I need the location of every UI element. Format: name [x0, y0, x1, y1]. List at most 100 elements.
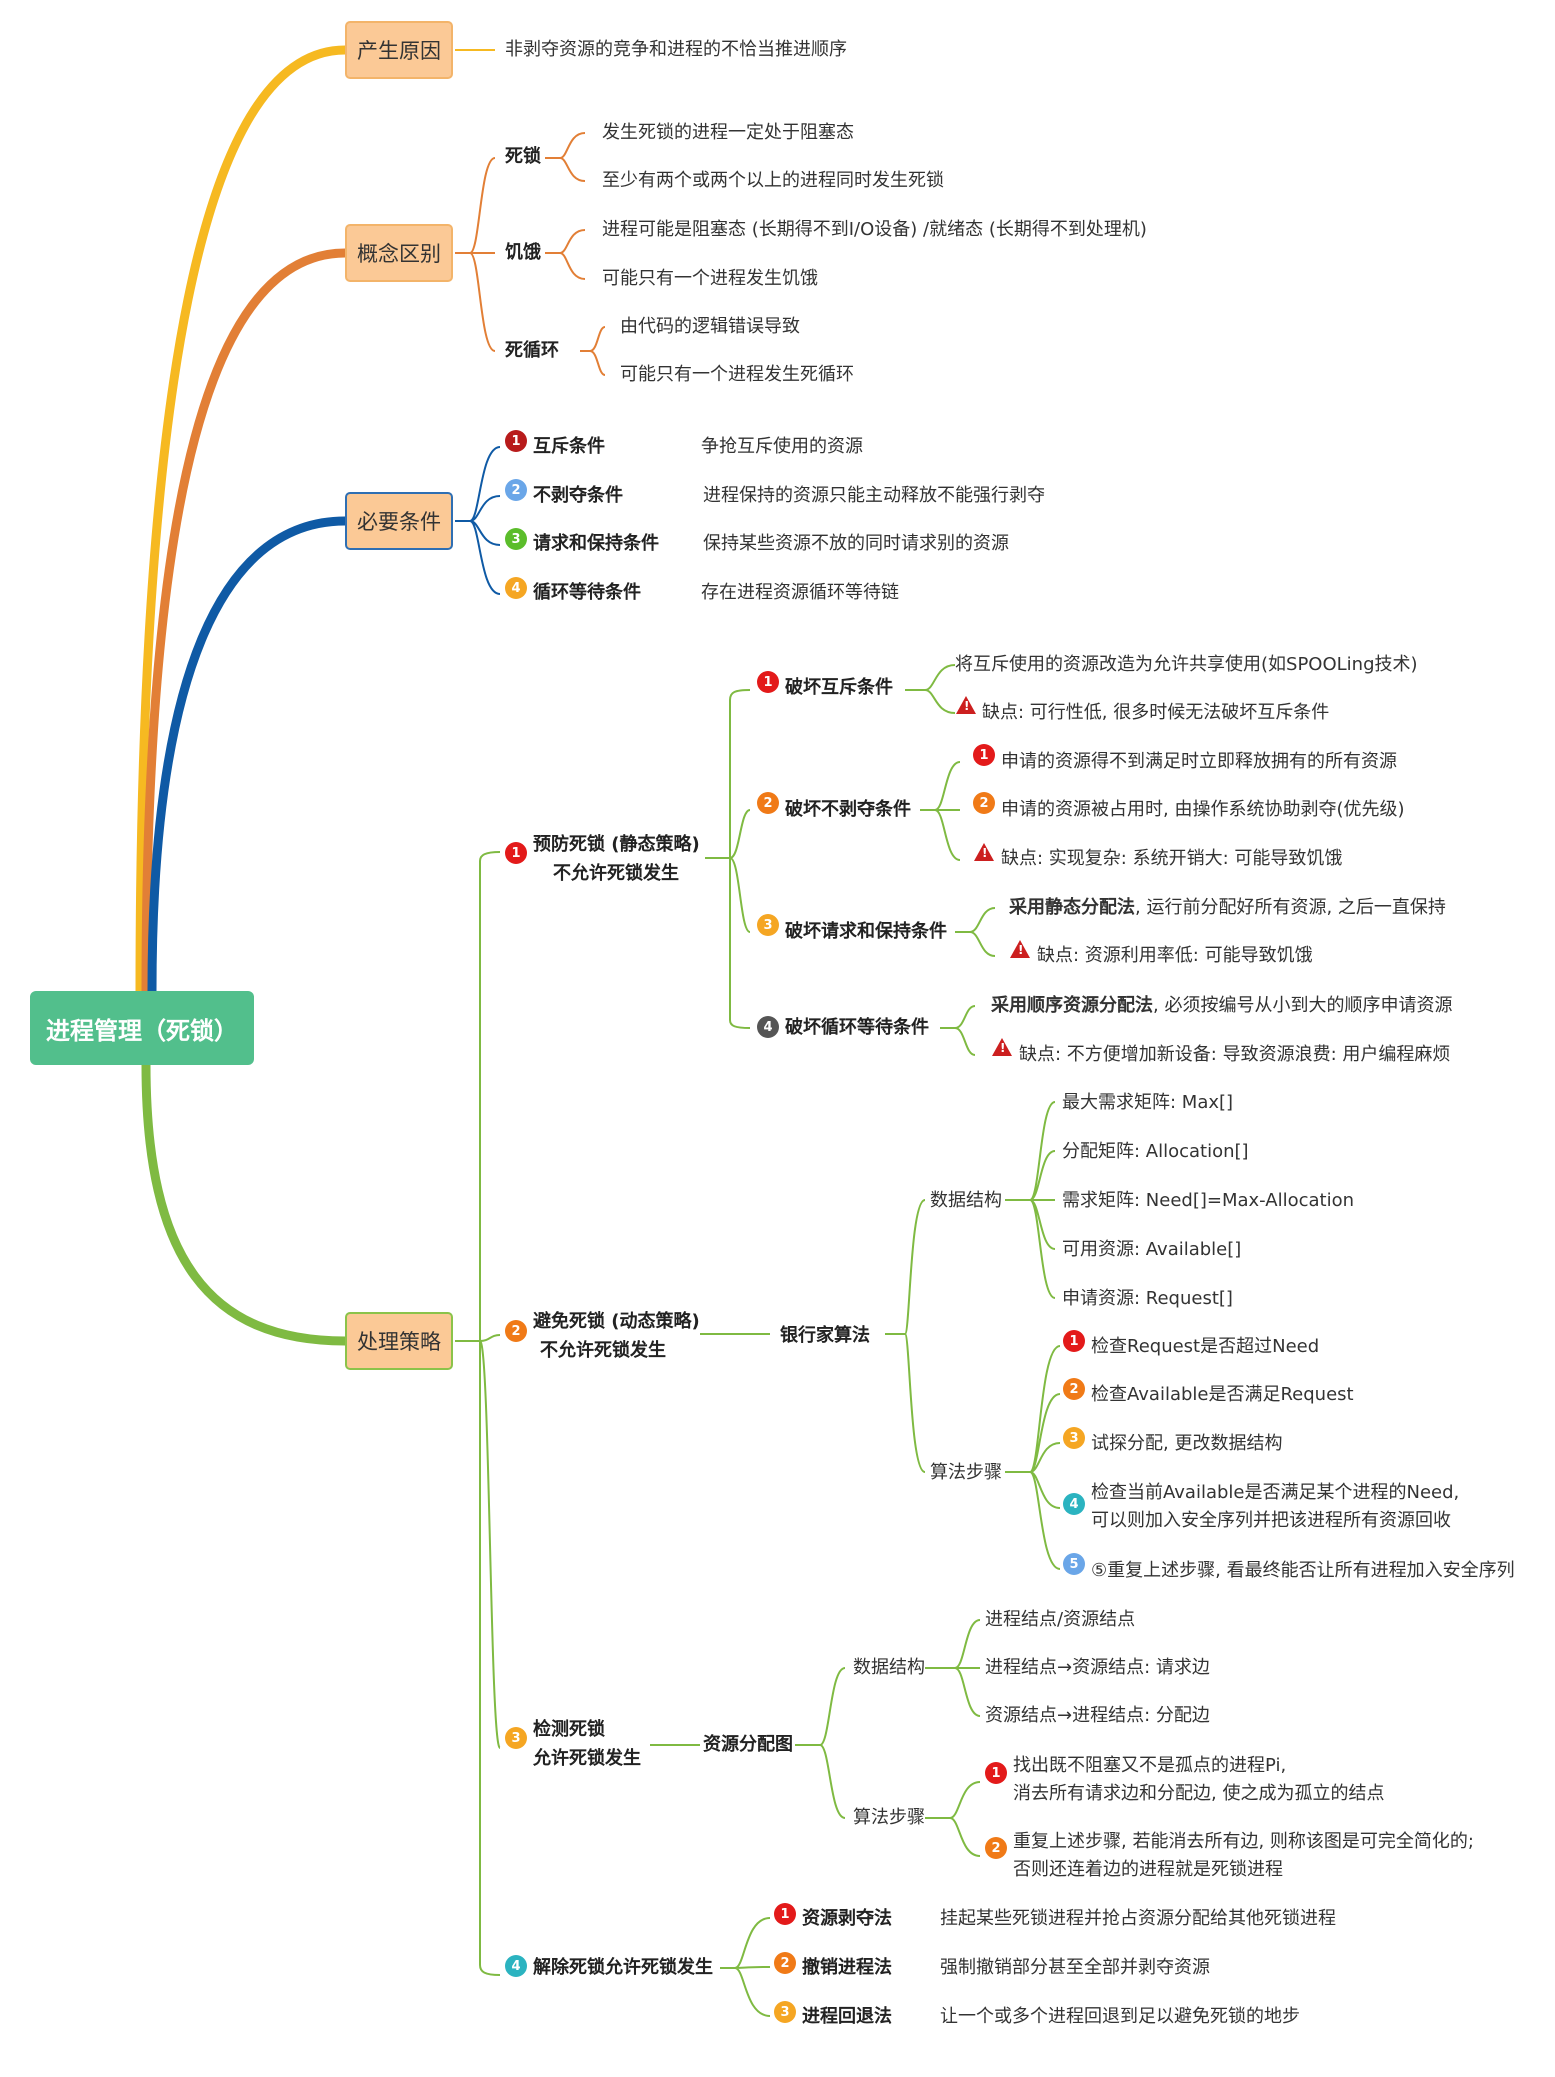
detect-steps-label[interactable]: 算法步骤: [853, 1807, 925, 1828]
avoid-step-line2: 可以则加入安全序列并把该进程所有资源回收: [1091, 1510, 1451, 1531]
warning-icon: [956, 696, 976, 714]
recover-method[interactable]: 进程回退法: [802, 2006, 892, 2027]
number-badge: 3: [1063, 1427, 1085, 1449]
category-concepts[interactable]: 概念区别: [345, 224, 453, 282]
avoid-ds-item: 需求矩阵: Need[]=Max-Allocation: [1062, 1190, 1354, 1211]
prevent-subtitle: 不允许死锁发生: [553, 863, 679, 884]
condition-desc: 争抢互斥使用的资源: [701, 436, 863, 457]
prevent-circular-warn: 缺点: 不方便增加新设备: 导致资源浪费: 用户编程麻烦: [1019, 1044, 1451, 1065]
number-badge: 2: [973, 792, 995, 814]
number-badge: 4: [757, 1016, 779, 1038]
detect-title[interactable]: 检测死锁: [533, 1719, 605, 1740]
detect-ds-item: 进程结点/资源结点: [985, 1609, 1136, 1630]
warning-icon: [1010, 940, 1030, 958]
number-badge: 1: [1063, 1330, 1085, 1352]
condition-desc: 存在进程资源循环等待链: [701, 582, 899, 603]
number-badge: 3: [505, 1727, 527, 1749]
detect-step: 重复上述步骤, 若能消去所有边, 则称该图是可完全简化的;: [1013, 1831, 1474, 1852]
number-badge: 4: [1063, 1493, 1085, 1515]
detect-step: 找出既不阻塞又不是孤点的进程Pi,: [1013, 1755, 1287, 1776]
concept-starvation[interactable]: 饥饿: [505, 242, 541, 263]
prevent-holdwait-rest: , 运行前分配好所有资源, 之后一直保持: [1135, 897, 1446, 918]
avoid-subtitle: 不允许死锁发生: [540, 1340, 666, 1361]
detect-graph[interactable]: 资源分配图: [703, 1734, 793, 1755]
number-badge: 1: [985, 1762, 1007, 1784]
detect-ds-label[interactable]: 数据结构: [853, 1657, 925, 1678]
number-badge: 2: [505, 479, 527, 501]
concept-loop-item: 可能只有一个进程发生死循环: [620, 364, 854, 385]
prevent-mutex-warn: 缺点: 可行性低, 很多时候无法破坏互斥条件: [982, 702, 1330, 723]
concept-infinite-loop[interactable]: 死循环: [505, 340, 559, 361]
recover-title[interactable]: 解除死锁允许死锁发生: [533, 1957, 713, 1978]
recover-method[interactable]: 撤销进程法: [802, 1957, 892, 1978]
avoid-title[interactable]: 避免死锁 (动态策略): [533, 1311, 700, 1332]
condition-name[interactable]: 循环等待条件: [533, 582, 641, 603]
avoid-step: 检查Request是否超过Need: [1091, 1336, 1320, 1357]
avoid-steps-label[interactable]: 算法步骤: [930, 1462, 1002, 1483]
recover-method[interactable]: 资源剥夺法: [802, 1908, 892, 1929]
prevent-title[interactable]: 预防死锁 (静态策略): [533, 834, 700, 855]
number-badge: 1: [757, 671, 779, 693]
detect-step-line2: 否则还连着边的进程就是死锁进程: [1013, 1859, 1283, 1880]
condition-name[interactable]: 不剥夺条件: [533, 485, 623, 506]
number-badge: 5: [1063, 1553, 1085, 1575]
avoid-step: 试探分配, 更改数据结构: [1091, 1433, 1283, 1454]
avoid-algorithm[interactable]: 银行家算法: [780, 1325, 870, 1346]
root-node[interactable]: 进程管理（死锁）: [30, 991, 254, 1065]
avoid-ds-item: 最大需求矩阵: Max[]: [1062, 1092, 1234, 1113]
avoid-step: ⑤重复上述步骤, 看最终能否让所有进程加入安全序列: [1091, 1560, 1515, 1581]
concept-deadlock-item: 发生死锁的进程一定处于阻塞态: [602, 122, 854, 143]
warning-icon: [974, 843, 994, 861]
concept-starvation-item: 进程可能是阻塞态 (长期得不到I/O设备) /就绪态 (长期得不到处理机): [602, 219, 1147, 240]
number-badge: 1: [505, 430, 527, 452]
prevent-circular-rest: , 必须按编号从小到大的顺序申请资源: [1153, 995, 1453, 1016]
number-badge: 3: [505, 528, 527, 550]
condition-name[interactable]: 请求和保持条件: [533, 533, 659, 554]
number-badge: 3: [774, 2001, 796, 2023]
concept-deadlock[interactable]: 死锁: [505, 146, 541, 167]
avoid-ds-item: 申请资源: Request[]: [1062, 1288, 1233, 1309]
number-badge: 4: [505, 1955, 527, 1977]
prevent-circular-method: 采用顺序资源分配法: [991, 995, 1153, 1016]
detect-step-line2: 消去所有请求边和分配边, 使之成为孤立的结点: [1013, 1783, 1385, 1804]
recover-desc: 让一个或多个进程回退到足以避免死锁的地步: [940, 2006, 1300, 2027]
concept-deadlock-item: 至少有两个或两个以上的进程同时发生死锁: [602, 170, 944, 191]
prevent-holdwait-warn: 缺点: 资源利用率低: 可能导致饥饿: [1037, 945, 1313, 966]
condition-name[interactable]: 互斥条件: [533, 436, 605, 457]
detect-ds-item: 资源结点→进程结点: 分配边: [985, 1705, 1210, 1726]
avoid-ds-item: 可用资源: Available[]: [1062, 1239, 1242, 1260]
prevent-circular-item: 采用顺序资源分配法, 必须按编号从小到大的顺序申请资源: [991, 992, 1452, 1020]
prevent-holdwait-method: 采用静态分配法: [1009, 897, 1135, 918]
prevent-nopreempt-item: 申请的资源得不到满足时立即释放拥有的所有资源: [1001, 751, 1397, 772]
detect-ds-item: 进程结点→资源结点: 请求边: [985, 1657, 1210, 1678]
prevent-holdwait-item: 采用静态分配法, 运行前分配好所有资源, 之后一直保持: [1009, 894, 1446, 922]
avoid-ds-item: 分配矩阵: Allocation[]: [1062, 1141, 1249, 1162]
prevent-mutex[interactable]: 破坏互斥条件: [785, 677, 893, 698]
prevent-nopreempt[interactable]: 破坏不剥夺条件: [785, 799, 911, 820]
concept-starvation-item: 可能只有一个进程发生饥饿: [602, 268, 818, 289]
cause-desc: 非剥夺资源的竞争和进程的不恰当推进顺序: [505, 39, 847, 60]
number-badge: 2: [1063, 1378, 1085, 1400]
prevent-nopreempt-warn: 缺点: 实现复杂: 系统开销大: 可能导致饥饿: [1001, 848, 1343, 869]
detect-subtitle: 允许死锁发生: [533, 1748, 641, 1769]
avoid-ds-label[interactable]: 数据结构: [930, 1190, 1002, 1211]
recover-desc: 挂起某些死锁进程并抢占资源分配给其他死锁进程: [940, 1908, 1336, 1929]
condition-desc: 保持某些资源不放的同时请求别的资源: [703, 533, 1009, 554]
number-badge: 2: [774, 1952, 796, 1974]
number-badge: 2: [985, 1837, 1007, 1859]
prevent-circular[interactable]: 破坏循环等待条件: [785, 1017, 929, 1038]
avoid-step: 检查Available是否满足Request: [1091, 1384, 1354, 1405]
category-cause[interactable]: 产生原因: [345, 21, 453, 79]
concept-loop-item: 由代码的逻辑错误导致: [620, 316, 800, 337]
category-conditions[interactable]: 必要条件: [345, 492, 453, 550]
avoid-step: 检查当前Available是否满足某个进程的Need,: [1091, 1482, 1460, 1503]
number-badge: 2: [505, 1320, 527, 1342]
number-badge: 1: [505, 842, 527, 864]
prevent-holdwait[interactable]: 破坏请求和保持条件: [785, 921, 947, 942]
prevent-mutex-item: 将互斥使用的资源改造为允许共享使用(如SPOOLing技术): [955, 654, 1418, 675]
category-strategies[interactable]: 处理策略: [345, 1312, 453, 1370]
number-badge: 3: [757, 914, 779, 936]
number-badge: 1: [774, 1903, 796, 1925]
